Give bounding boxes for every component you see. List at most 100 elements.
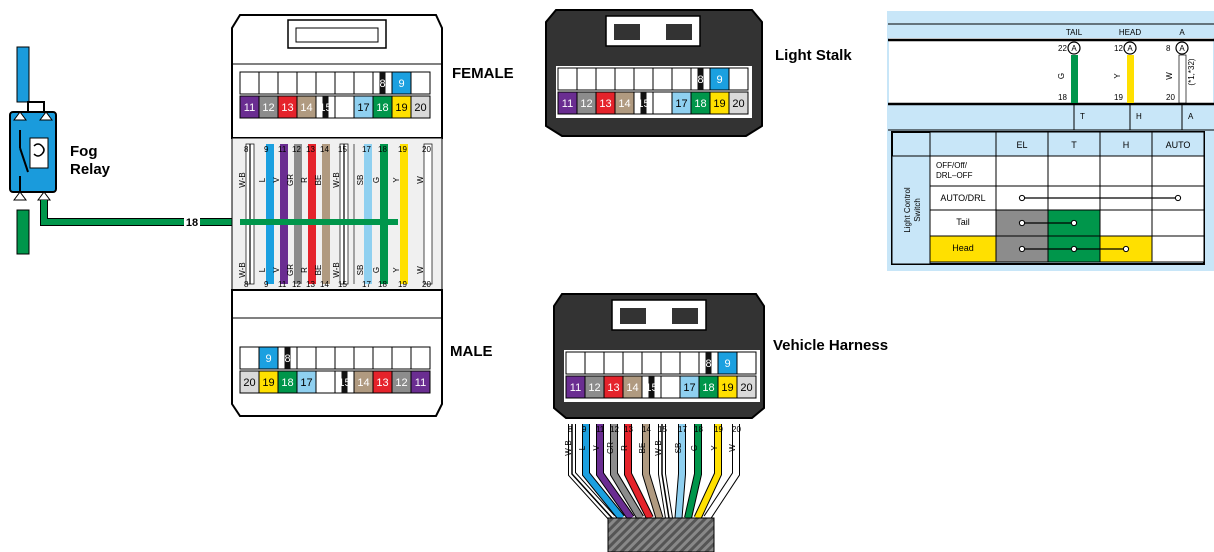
pin-15-black-wire xyxy=(648,376,655,398)
table-row-label: OFF/Off/ xyxy=(936,161,968,170)
pin-15-black-wire xyxy=(341,371,348,393)
wire-pin-bottom: 9 xyxy=(264,280,269,289)
pin-cell xyxy=(277,71,298,95)
wire-loom-braid xyxy=(607,517,715,552)
harness-pin-number: 13 xyxy=(624,425,633,434)
pin-9-blue xyxy=(258,346,279,370)
male-label: MALE xyxy=(450,343,493,360)
wire-pin-top: 15 xyxy=(338,145,347,154)
wire-code-bottom: R xyxy=(300,267,309,273)
pin-cell xyxy=(652,67,673,91)
table-row-label-2: DRL–OFF xyxy=(936,171,973,180)
pin-number: 15 xyxy=(319,102,331,114)
pin-cell xyxy=(728,67,749,91)
pin-number: 13 xyxy=(599,98,611,110)
pin-number: 15 xyxy=(637,98,649,110)
harness-pin-number: 20 xyxy=(732,425,741,434)
pin-number: 15 xyxy=(338,377,350,389)
pin-cell xyxy=(595,67,616,91)
switch-side-label-2: Switch xyxy=(913,198,922,222)
terminal-connector-icon xyxy=(1175,41,1189,55)
bundle-wire-14 xyxy=(322,144,330,284)
harness-pin-number: 14 xyxy=(642,425,651,434)
terminal-connector-icon xyxy=(1123,41,1137,55)
harness-wire-code: R xyxy=(620,445,629,451)
pin-number: 13 xyxy=(376,377,388,389)
wire-code-bottom: Y xyxy=(392,267,401,273)
wire-pin-bottom: 18 xyxy=(378,280,387,289)
harness-pin-number: 11 xyxy=(596,425,605,434)
pin-cell xyxy=(633,67,654,91)
wire-pin-top: 13 xyxy=(306,145,315,154)
harness-wire-17 xyxy=(675,424,685,519)
pin-cell xyxy=(315,370,336,394)
terminal-wire xyxy=(1127,55,1134,103)
pin-cell xyxy=(565,351,586,375)
switch-contact-dot xyxy=(1070,245,1078,253)
pin-number: 17 xyxy=(683,382,695,394)
pin-cell xyxy=(736,351,757,375)
terminal-connector-letter: A xyxy=(1071,44,1077,53)
table-row-label-cell xyxy=(929,185,997,211)
female-label: FEMALE xyxy=(452,65,514,82)
table-cell xyxy=(1151,235,1205,263)
harness-wire-code: GR xyxy=(606,442,615,454)
pin-cell xyxy=(296,71,317,95)
switch-side-label-1: Light Control xyxy=(903,187,912,233)
bundle-wire-13 xyxy=(308,144,316,284)
pin-number: 8 xyxy=(697,74,703,86)
pin-cell xyxy=(410,346,431,370)
terminal-wire xyxy=(1178,54,1187,104)
harness-wire-code: W-B xyxy=(654,440,663,455)
pin-cell xyxy=(353,71,374,95)
pin-cell xyxy=(410,95,431,119)
wire-pin-top: 19 xyxy=(398,145,407,154)
terminal-wire xyxy=(1071,55,1078,103)
wire-pin-bottom: 8 xyxy=(244,280,249,289)
harness-wire-code: BE xyxy=(638,443,647,454)
fog-relay-label-2: Relay xyxy=(70,161,111,178)
pin-number: 14 xyxy=(626,382,638,394)
pin-8-black-wire xyxy=(379,72,386,94)
terminal-connector-letter: A xyxy=(1179,44,1185,53)
fog-relay: 18 Fog Relay xyxy=(9,46,240,255)
terminal-pin-number: 22 xyxy=(1058,44,1067,53)
table-column-header: H xyxy=(1123,140,1130,150)
terminal-lower-pin: 20 xyxy=(1166,93,1175,102)
bus-label: H xyxy=(1136,112,1142,121)
harness-wire-14 xyxy=(643,424,663,519)
fog-signal-wire xyxy=(41,200,240,225)
wire-pin-bottom: 11 xyxy=(278,280,287,289)
relay-coil-icon xyxy=(29,137,49,169)
pin-cell xyxy=(622,351,643,375)
pin-cell xyxy=(391,346,412,370)
table-header-cell xyxy=(1151,131,1205,157)
pin-number: 8 xyxy=(284,353,290,365)
pin-number: 11 xyxy=(570,382,581,394)
harness-wire-11 xyxy=(597,424,634,520)
wire-pin-top: 18 xyxy=(378,145,387,154)
pin-number: 13 xyxy=(281,102,293,114)
pin-cell xyxy=(239,71,260,95)
harness-pin-number: 17 xyxy=(678,425,687,434)
table-column-header: T xyxy=(1071,140,1077,150)
wire-pin-top: 11 xyxy=(278,145,287,154)
pin-number: 20 xyxy=(243,377,255,389)
harness-wire-code: L xyxy=(578,445,587,450)
pin-15-black-wire xyxy=(640,92,647,114)
wire-code-bottom: W-B xyxy=(238,262,247,277)
terminal-wire-code: G xyxy=(1057,73,1066,79)
wire-pin-top: 17 xyxy=(362,145,371,154)
pin-cell xyxy=(410,71,431,95)
pin-cell xyxy=(576,67,597,91)
pin-cell xyxy=(641,351,662,375)
